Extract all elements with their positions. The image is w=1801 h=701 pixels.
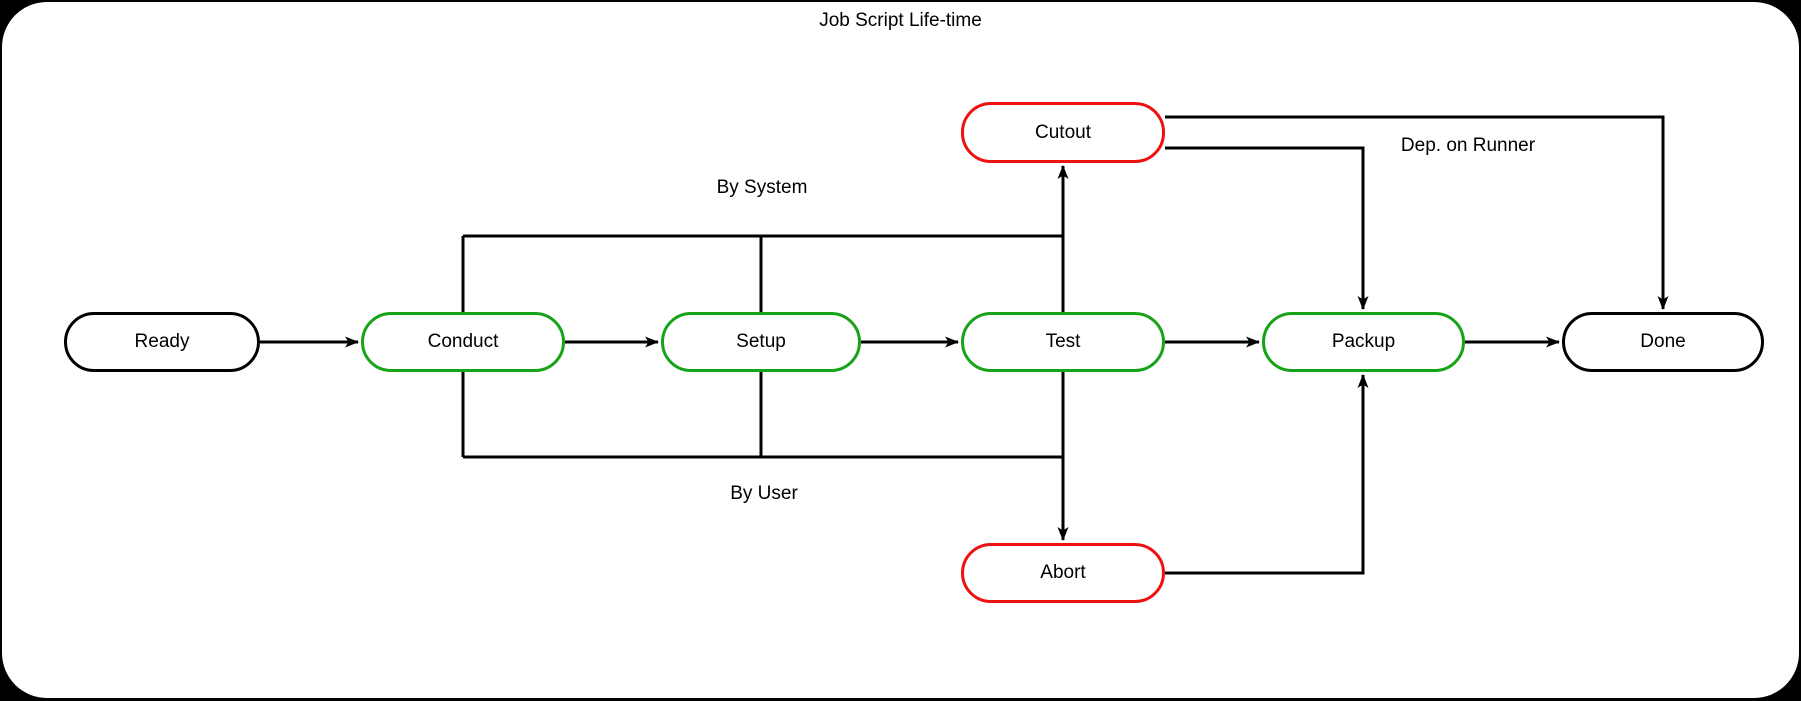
edge-cutout-done (1165, 115, 1669, 310)
node-test: Test (961, 312, 1165, 372)
node-cutout-label: Cutout (1035, 121, 1091, 143)
node-cutout: Cutout (961, 102, 1165, 163)
node-ready: Ready (64, 312, 260, 372)
node-packup: Packup (1262, 312, 1465, 372)
label-dep-on-runner: Dep. on Runner (1400, 135, 1536, 156)
label-by-user: By User (730, 483, 798, 504)
node-ready-label: Ready (134, 331, 190, 352)
label-by-system: By System (716, 177, 808, 198)
node-done: Done (1562, 312, 1764, 372)
node-test-label: Test (1045, 331, 1081, 352)
node-setup-label: Setup (736, 331, 786, 352)
node-done-label: Done (1640, 331, 1686, 352)
node-abort: Abort (961, 543, 1165, 603)
edge-abort-packup (1165, 374, 1369, 575)
node-setup: Setup (661, 312, 861, 372)
node-packup-label: Packup (1331, 331, 1396, 352)
node-conduct: Conduct (361, 312, 565, 372)
diagram-title: Job Script Life-time (819, 10, 982, 31)
node-abort-label: Abort (1040, 562, 1086, 583)
node-conduct-label: Conduct (427, 331, 499, 352)
edge-cutout-packup (1165, 146, 1369, 310)
